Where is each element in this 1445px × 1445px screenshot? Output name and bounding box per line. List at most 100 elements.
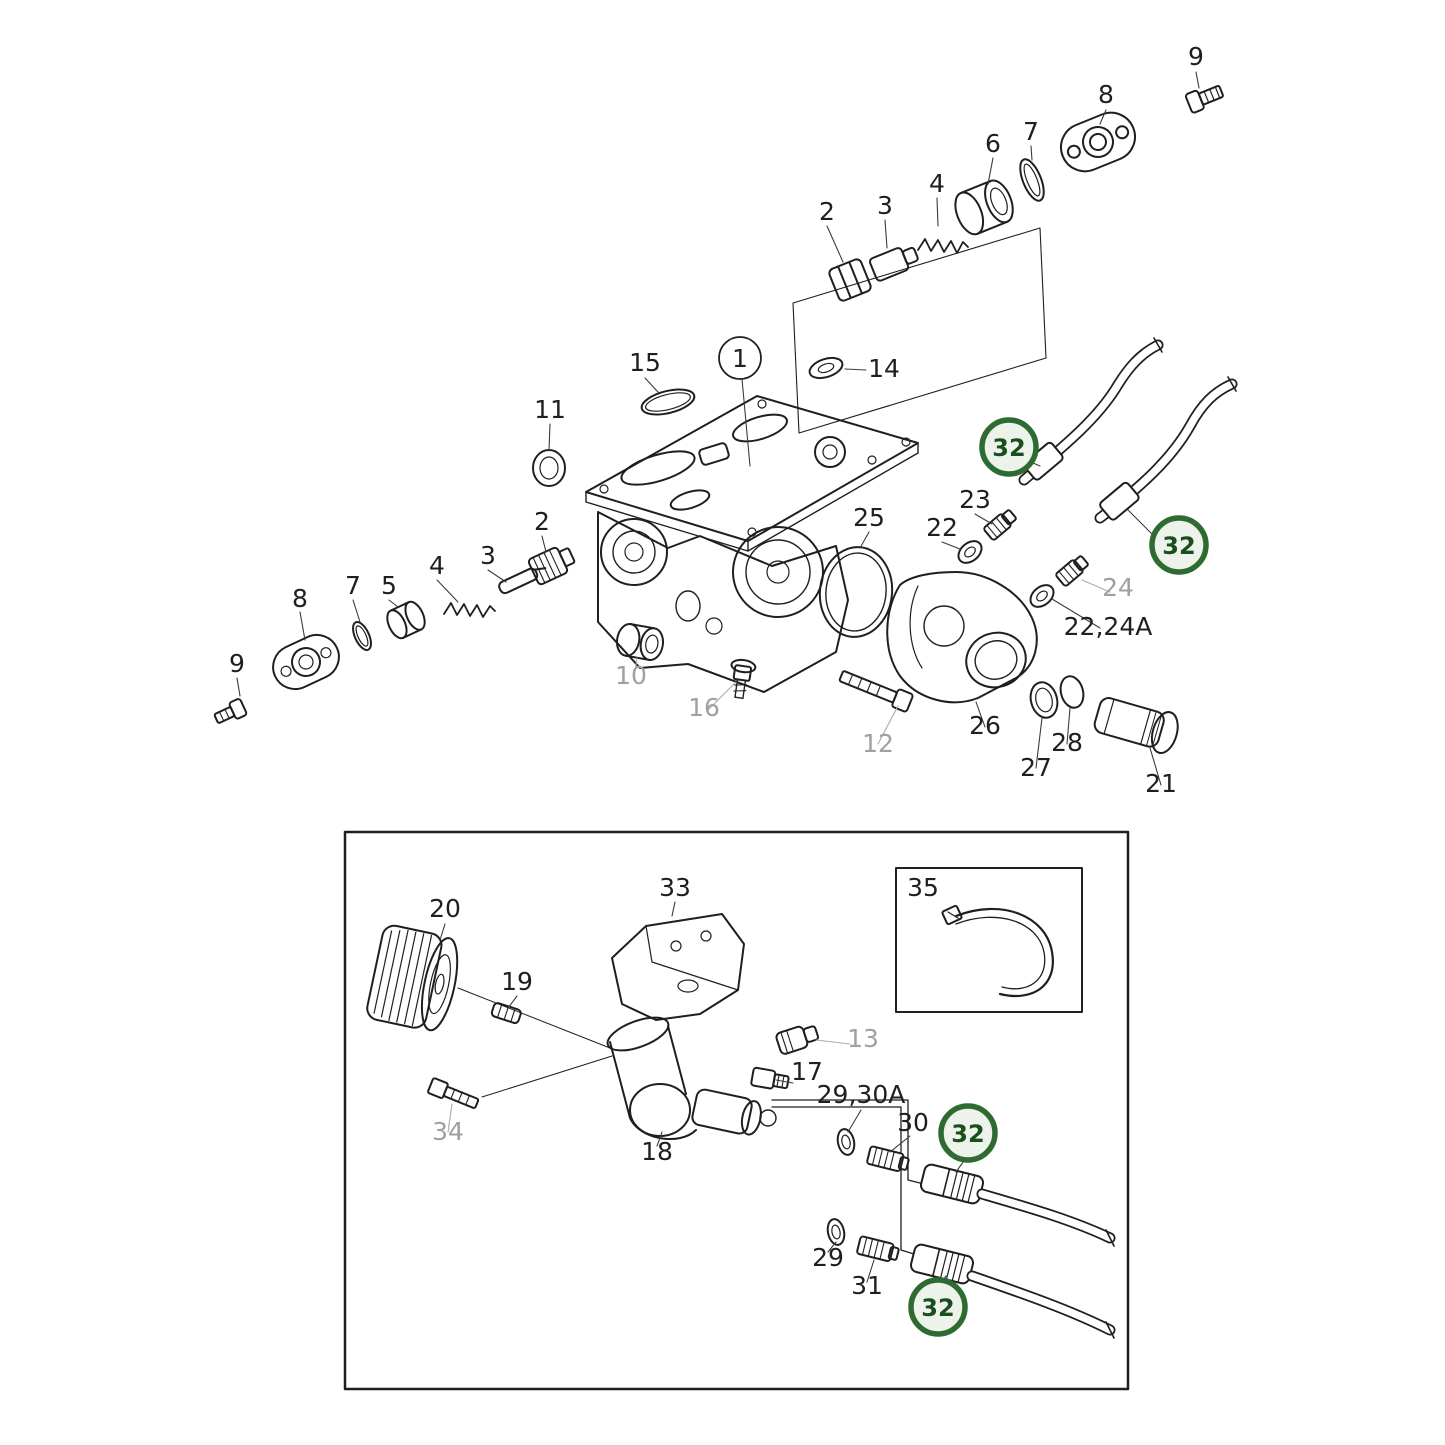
cable-tie-box-part35 [895,867,1083,1013]
fitting-part23 [983,509,1017,541]
part-label-19: 19 [501,967,533,996]
cover-plate-part1 [585,395,919,552]
part-label-34: 34 [432,1117,464,1146]
flange-part8-left [272,633,340,691]
hose-connector-inset-2 [909,1243,975,1285]
part-label-14: 14 [868,354,900,383]
part-label-16: 16 [688,693,720,722]
svg-text:32: 32 [951,1120,984,1148]
part-label-22: 22 [926,513,958,542]
part-label-20: 20 [429,894,461,923]
part-label-10: 10 [615,661,647,690]
highlighted-part-32-inset-1[interactable]: 32 [938,1103,998,1163]
fitting-part31 [856,1235,900,1262]
bolt-part9-upper [1184,85,1224,114]
part-label-31: 31 [851,1271,883,1300]
part-label-7-left: 7 [345,571,361,600]
oring-part28 [1059,675,1085,709]
svg-text:32: 32 [992,434,1025,462]
callout-part1: 1 [718,336,762,380]
fuel-hose-inset-1 [976,1188,1116,1247]
part-label-1: 1 [732,344,748,373]
bolt-part16 [730,658,757,700]
pump-housing-part18 [606,1016,777,1141]
part-label-5: 5 [381,571,397,600]
washer-part29 [826,1218,846,1246]
bolt-part9-left [213,698,248,724]
oring-part7-upper [1019,158,1045,202]
svg-text:32: 32 [921,1294,954,1322]
oring-part7-left [352,621,372,651]
part-label-17: 17 [791,1057,823,1086]
plug-part10 [615,623,665,661]
inset-frame [343,830,1130,1391]
part-label-30: 30 [897,1108,929,1137]
part-label-29: 29 [812,1243,844,1272]
part-label-9-left: 9 [229,649,245,678]
fitting-part17 [750,1066,790,1090]
hose-connector-inset-1 [919,1163,985,1205]
fuel-pipe-lines [771,1099,925,1255]
assembly-axis-line [457,987,613,1098]
oring-part27 [1029,681,1059,719]
leader-lines-muted [447,579,1111,1133]
oring-part15 [640,388,696,416]
bolt-part12 [838,670,914,713]
part-label-3-top: 3 [877,191,893,220]
part-label-2-left: 2 [534,507,550,536]
fitting-part2-left [527,546,576,586]
valve-body [597,511,849,693]
exploded-drawing [213,71,1238,1391]
highlighted-part-32-upper-2[interactable]: 32 [1149,515,1209,575]
fuel-hose-inset-2 [966,1270,1116,1339]
highlighted-part-32-upper-1[interactable]: 32 [979,417,1039,477]
washer-part29-30a [836,1128,856,1156]
washer-part22 [957,540,983,564]
part-label-22-24a: 22,24A [1064,612,1153,641]
part-label-21: 21 [1145,769,1177,798]
cup-part5 [386,600,426,640]
part-label-9-top: 9 [1188,42,1204,71]
part-label-8-top: 8 [1098,80,1114,109]
part-label-2-top: 2 [819,197,835,226]
fitting-part2-upper [828,258,872,302]
highlighted-part-32-inset-2[interactable]: 32 [908,1277,968,1337]
oring-part25 [818,546,894,638]
spring-part4-left [443,602,496,618]
part-label-29-30a: 29,30A [817,1080,906,1109]
part-label-33: 33 [659,873,691,902]
stud-part19 [490,1002,522,1024]
svg-text:32: 32 [1162,532,1195,560]
part-label-7-top: 7 [1023,117,1039,146]
labels-layer: 9 8 7 6 4 3 2 14 15 11 2 25 23 22 24 22,… [229,42,1209,1337]
sensor-part13 [775,1025,819,1055]
spring-part4-upper [917,238,969,254]
bracket-part33 [611,913,745,1021]
oil-filter-part20 [366,924,459,1032]
part-label-4-top: 4 [929,169,945,198]
washer-part22-24a [1029,584,1055,608]
part-label-28: 28 [1051,728,1083,757]
bolt-part34 [427,1077,480,1109]
part-label-23: 23 [959,485,991,514]
part-label-3-left: 3 [480,541,496,570]
leader-lines [236,71,1200,1285]
part-label-26: 26 [969,711,1001,740]
fitting-part24 [1055,555,1089,587]
part-label-6: 6 [985,129,1001,158]
part-label-25: 25 [853,503,885,532]
panel-outline [792,227,1047,434]
part-label-27: 27 [1020,753,1052,782]
washer-part14 [808,356,844,380]
part-label-15: 15 [629,348,661,377]
housing-part26 [886,571,1038,704]
hose-sleeve-upper-2 [1099,481,1140,521]
part-label-12: 12 [862,729,894,758]
part-label-4-left: 4 [429,551,445,580]
part-label-18: 18 [641,1137,673,1166]
part-label-11: 11 [534,395,566,424]
cup-part6 [954,179,1014,236]
part-label-13: 13 [847,1024,879,1053]
plug-part21 [1093,697,1179,755]
